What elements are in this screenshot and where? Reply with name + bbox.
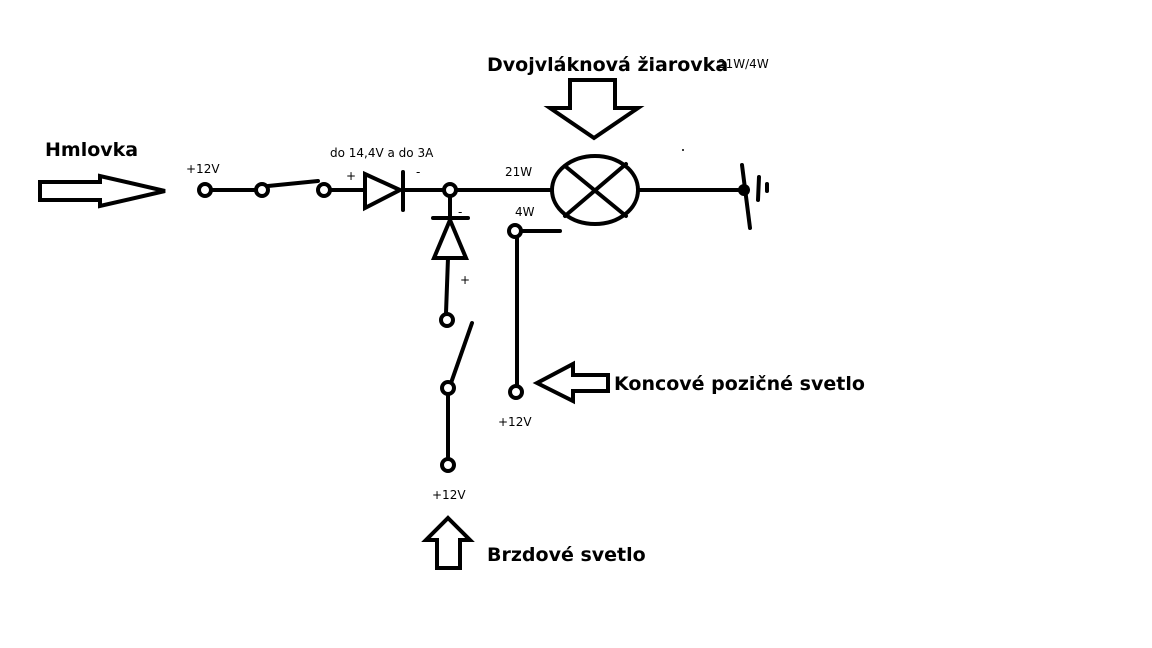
tail-arrow-left-icon: [532, 360, 610, 405]
tail-terminal-icon: [508, 384, 524, 400]
brake-terminal-icon: [440, 457, 456, 473]
bulb-rating: 21W/4W: [718, 57, 769, 71]
stray-dot: [682, 149, 684, 151]
diode2-plus-label: +: [460, 273, 470, 287]
switch-contact-icon: [439, 312, 455, 328]
brake-branch: [430, 194, 474, 460]
bulb-title: Dvojvláknová žiarovka: [487, 54, 728, 76]
switch-contact-icon: [254, 182, 270, 198]
supply-tail-label: +12V: [498, 415, 532, 429]
diode1-plus-label: +: [346, 169, 356, 183]
diode2-minus-label: -: [458, 205, 462, 219]
fog-light-label: Hmlovka: [45, 139, 138, 161]
brake-arrow-up-icon: [421, 515, 475, 570]
fog-arrow-right-icon: [38, 173, 166, 209]
filament-4w-terminal-icon: [507, 223, 523, 239]
diode1-minus-label: -: [416, 165, 420, 179]
switch-contact-icon: [316, 182, 332, 198]
supply-brake-label: +12V: [432, 488, 466, 502]
fog-branch: [209, 170, 554, 212]
filament-4w-label: 4W: [515, 205, 535, 219]
switch-contact-icon: [440, 380, 456, 396]
diode-icon: [430, 214, 470, 260]
diode-icon: [363, 170, 405, 212]
lamp-icon: [550, 154, 640, 226]
filament-21w-label: 21W: [505, 165, 532, 179]
diode-rating-label: do 14,4V a do 3A: [330, 146, 434, 160]
ground-icon: [738, 163, 769, 230]
brake-light-label: Brzdové svetlo: [487, 544, 646, 566]
tail-branch: [515, 229, 562, 387]
bulb-arrow-down-icon: [543, 78, 645, 141]
fog-terminal-icon: [197, 182, 213, 198]
supply-fog-label: +12V: [186, 162, 220, 176]
tail-light-label: Koncové pozičné svetlo: [614, 373, 865, 395]
